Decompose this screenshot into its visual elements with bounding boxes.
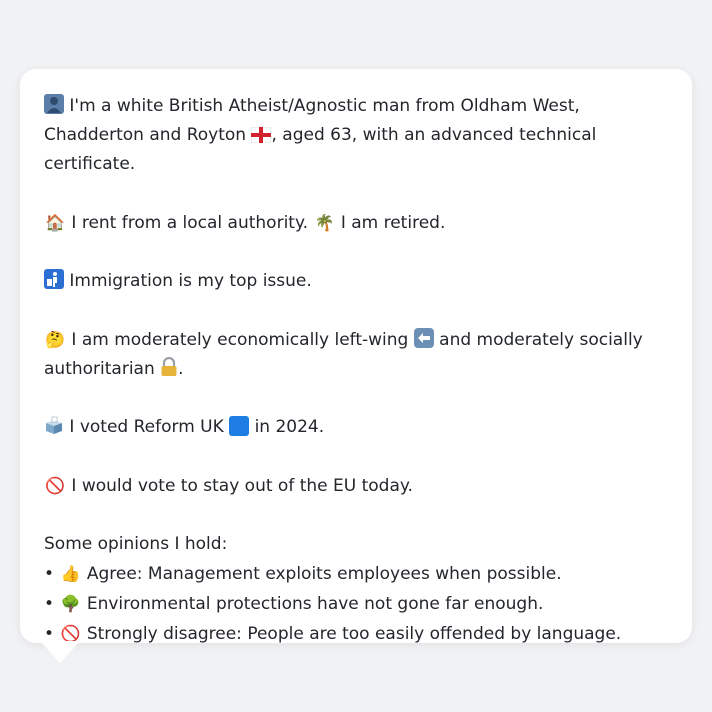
list-item: • 👍 Agree: Management exploits employees…	[44, 559, 668, 589]
ideology-text-1: I am moderately economically left-wing	[71, 330, 409, 350]
housing-paragraph: 🏠 I rent from a local authority. 🌴 I am …	[44, 208, 668, 238]
bullet: •	[44, 624, 55, 644]
house-icon: 🏠	[45, 213, 65, 232]
bubble-tail	[40, 641, 80, 663]
intro-text-2: , aged 63, with an advanced technical ce…	[44, 125, 597, 174]
vote-paragraph: I voted Reform UK in 2024.	[44, 413, 668, 442]
vote-text-2: in 2024.	[254, 417, 325, 437]
ideology-end: .	[178, 359, 184, 379]
opinion-text: Strongly disagree: People are too easily…	[86, 624, 622, 644]
opinion-text: Environmental protections have not gone …	[86, 594, 544, 614]
deciduous-tree-icon: 🌳	[60, 594, 81, 613]
housing-text: I rent from a local authority.	[71, 213, 308, 233]
thinking-face-icon: 🤔	[45, 330, 65, 349]
opinion-text: Agree: Management exploits employees whe…	[86, 564, 562, 584]
left-arrow-icon	[413, 328, 434, 350]
intro-paragraph: I'm a white British Atheist/Agnostic man…	[44, 92, 668, 179]
bullet: •	[44, 564, 55, 584]
ballot-box-icon	[44, 416, 64, 437]
list-item: • 🌳 Environmental protections have not g…	[44, 589, 668, 619]
employment-text: I am retired.	[340, 213, 446, 233]
opinions-list: • 👍 Agree: Management exploits employees…	[44, 559, 668, 649]
lock-icon	[160, 356, 178, 379]
list-item: • 🚫 Strongly disagree: People are too ea…	[44, 619, 668, 649]
person-silhouette-icon	[44, 94, 64, 116]
blue-square-icon	[229, 416, 250, 436]
passport-control-icon	[44, 269, 64, 291]
issue-paragraph: Immigration is my top issue.	[44, 267, 668, 296]
prohibited-icon: 🚫	[60, 624, 81, 643]
opinions-title: Some opinions I hold:	[44, 534, 228, 554]
ideology-paragraph: 🤔 I am moderately economically left-wing…	[44, 325, 668, 384]
message-bubble: I'm a white British Atheist/Agnostic man…	[20, 69, 692, 644]
prohibited-icon: 🚫	[45, 476, 65, 495]
thumbs-up-icon: 👍	[60, 564, 81, 583]
intro-text: I'm a white British Atheist/Agnostic man…	[44, 96, 580, 145]
palm-tree-icon: 🌴	[314, 213, 335, 232]
bullet: •	[44, 594, 55, 614]
vote-text-1: I voted Reform UK	[69, 417, 224, 437]
top-issue-text: Immigration is my top issue.	[69, 271, 312, 291]
england-flag-icon	[250, 125, 272, 145]
ideology-text-2: and moderately socially authoritarian	[44, 330, 643, 379]
eu-paragraph: 🚫 I would vote to stay out of the EU tod…	[44, 471, 668, 501]
eu-text: I would vote to stay out of the EU today…	[71, 476, 413, 496]
